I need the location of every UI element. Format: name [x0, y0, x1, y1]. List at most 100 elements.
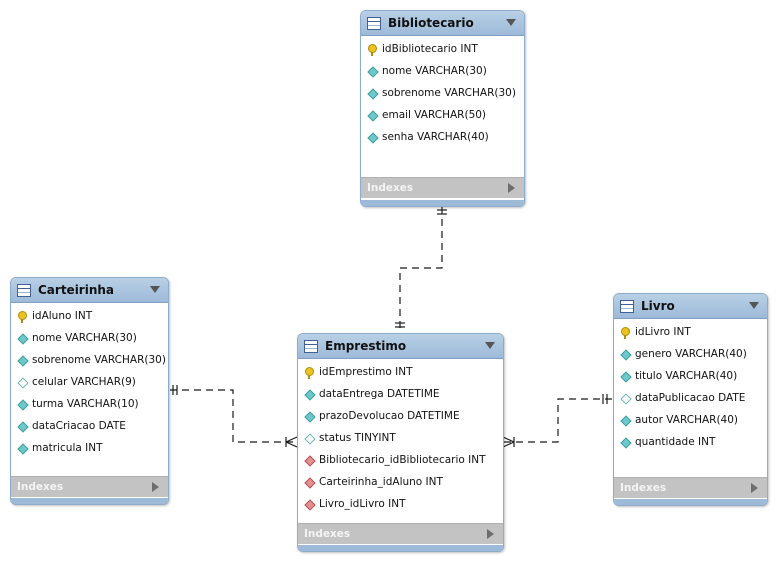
- column-row[interactable]: senha VARCHAR(40): [361, 126, 524, 148]
- column-list: idLivro INT genero VARCHAR(40) titulo VA…: [614, 319, 767, 453]
- entity-header[interactable]: Emprestimo: [298, 334, 503, 359]
- table-icon: [620, 299, 634, 313]
- column-row[interactable]: sobrenome VARCHAR(30): [11, 349, 168, 371]
- column-label: sobrenome VARCHAR(30): [32, 354, 166, 366]
- column-row[interactable]: idEmprestimo INT: [298, 361, 503, 383]
- entity-title: Bibliotecario: [388, 16, 474, 30]
- column-label: celular VARCHAR(9): [32, 376, 136, 388]
- column-icon: [17, 399, 28, 410]
- foreign-key-icon: [304, 499, 315, 510]
- entity-header[interactable]: Bibliotecario: [361, 11, 524, 36]
- column-icon: [367, 88, 378, 99]
- column-label: quantidade INT: [635, 436, 716, 448]
- column-icon: [304, 411, 315, 422]
- one-or-many-marker: [502, 436, 515, 448]
- entity-emprestimo[interactable]: Emprestimo idEmprestimo INT dataEntrega …: [297, 333, 504, 552]
- one-and-only-one-marker: [437, 209, 447, 215]
- column-row[interactable]: matricula INT: [11, 437, 168, 459]
- nullable-column-icon: [620, 393, 631, 404]
- table-icon: [304, 339, 318, 353]
- column-icon: [17, 355, 28, 366]
- relationship-line-livro-emprestimo[interactable]: [503, 398, 612, 443]
- column-row[interactable]: idAluno INT: [11, 305, 168, 327]
- column-label: idEmprestimo INT: [319, 366, 413, 378]
- column-row[interactable]: dataPublicacao DATE: [614, 387, 767, 409]
- column-label: matricula INT: [32, 442, 103, 454]
- column-icon: [17, 333, 28, 344]
- column-label: titulo VARCHAR(40): [635, 370, 738, 382]
- column-label: dataPublicacao DATE: [635, 392, 746, 404]
- indexes-section[interactable]: Indexes: [11, 476, 168, 497]
- entity-header[interactable]: Livro: [614, 294, 767, 319]
- column-row[interactable]: sobrenome VARCHAR(30): [361, 82, 524, 104]
- indexes-label: Indexes: [620, 482, 667, 494]
- column-label: Livro_idLivro INT: [319, 498, 406, 510]
- column-row[interactable]: idBibliotecario INT: [361, 38, 524, 60]
- indexes-section[interactable]: Indexes: [361, 177, 524, 198]
- column-row[interactable]: quantidade INT: [614, 431, 767, 453]
- indexes-section[interactable]: Indexes: [298, 523, 503, 544]
- entity-footer: [614, 499, 767, 505]
- column-icon: [17, 443, 28, 454]
- column-row[interactable]: email VARCHAR(50): [361, 104, 524, 126]
- column-row[interactable]: titulo VARCHAR(40): [614, 365, 767, 387]
- column-row[interactable]: autor VARCHAR(40): [614, 409, 767, 431]
- entity-title: Carteirinha: [38, 283, 115, 297]
- entity-livro[interactable]: Livro idLivro INT genero VARCHAR(40) tit…: [613, 293, 768, 506]
- column-label: sobrenome VARCHAR(30): [382, 87, 516, 99]
- column-icon: [367, 132, 378, 143]
- expand-arrow-icon[interactable]: [152, 482, 159, 492]
- column-row[interactable]: nome VARCHAR(30): [361, 60, 524, 82]
- column-row[interactable]: celular VARCHAR(9): [11, 371, 168, 393]
- column-row[interactable]: Carteirinha_idAluno INT: [298, 471, 503, 493]
- column-label: dataEntrega DATETIME: [319, 388, 440, 400]
- column-icon: [620, 415, 631, 426]
- column-label: status TINYINT: [319, 432, 396, 444]
- collapse-icon[interactable]: [749, 302, 759, 309]
- primary-key-icon: [17, 311, 28, 323]
- column-row[interactable]: status TINYINT: [298, 427, 503, 449]
- entity-footer: [11, 498, 168, 504]
- column-row[interactable]: Livro_idLivro INT: [298, 493, 503, 515]
- collapse-icon[interactable]: [150, 286, 160, 293]
- column-label: prazoDevolucao DATETIME: [319, 410, 460, 422]
- column-icon: [304, 389, 315, 400]
- relationship-line-bibliotecario-emprestimo[interactable]: [399, 207, 443, 333]
- indexes-section[interactable]: Indexes: [614, 477, 767, 498]
- nullable-column-icon: [304, 433, 315, 444]
- column-label: dataCriacao DATE: [32, 420, 126, 432]
- column-row[interactable]: dataEntrega DATETIME: [298, 383, 503, 405]
- entity-footer: [298, 545, 503, 551]
- entity-title: Emprestimo: [325, 339, 407, 353]
- column-label: senha VARCHAR(40): [382, 131, 489, 143]
- primary-key-icon: [304, 367, 315, 379]
- column-row[interactable]: Bibliotecario_idBibliotecario INT: [298, 449, 503, 471]
- entity-bibliotecario[interactable]: Bibliotecario idBibliotecario INT nome V…: [360, 10, 525, 207]
- column-icon: [367, 110, 378, 121]
- expand-arrow-icon[interactable]: [487, 529, 494, 539]
- entity-header[interactable]: Carteirinha: [11, 278, 168, 303]
- relationship-line-carteirinha-emprestimo[interactable]: [170, 389, 297, 443]
- column-row[interactable]: turma VARCHAR(10): [11, 393, 168, 415]
- column-label: email VARCHAR(50): [382, 109, 487, 121]
- column-row[interactable]: nome VARCHAR(30): [11, 327, 168, 349]
- column-row[interactable]: dataCriacao DATE: [11, 415, 168, 437]
- column-row[interactable]: idLivro INT: [614, 321, 767, 343]
- primary-key-icon: [367, 44, 378, 56]
- column-label: autor VARCHAR(40): [635, 414, 739, 426]
- column-label: Bibliotecario_idBibliotecario INT: [319, 454, 486, 466]
- column-row[interactable]: genero VARCHAR(40): [614, 343, 767, 365]
- column-label: genero VARCHAR(40): [635, 348, 747, 360]
- one-or-many-marker: [285, 436, 298, 448]
- expand-arrow-icon[interactable]: [751, 483, 758, 493]
- collapse-icon[interactable]: [485, 342, 495, 349]
- column-label: idLivro INT: [635, 326, 691, 338]
- foreign-key-icon: [304, 455, 315, 466]
- column-label: idBibliotecario INT: [382, 43, 478, 55]
- expand-arrow-icon[interactable]: [508, 183, 515, 193]
- collapse-icon[interactable]: [506, 19, 516, 26]
- entity-carteirinha[interactable]: Carteirinha idAluno INT nome VARCHAR(30)…: [10, 277, 169, 505]
- column-row[interactable]: prazoDevolucao DATETIME: [298, 405, 503, 427]
- column-label: idAluno INT: [32, 310, 93, 322]
- one-and-only-one-marker: [602, 394, 608, 404]
